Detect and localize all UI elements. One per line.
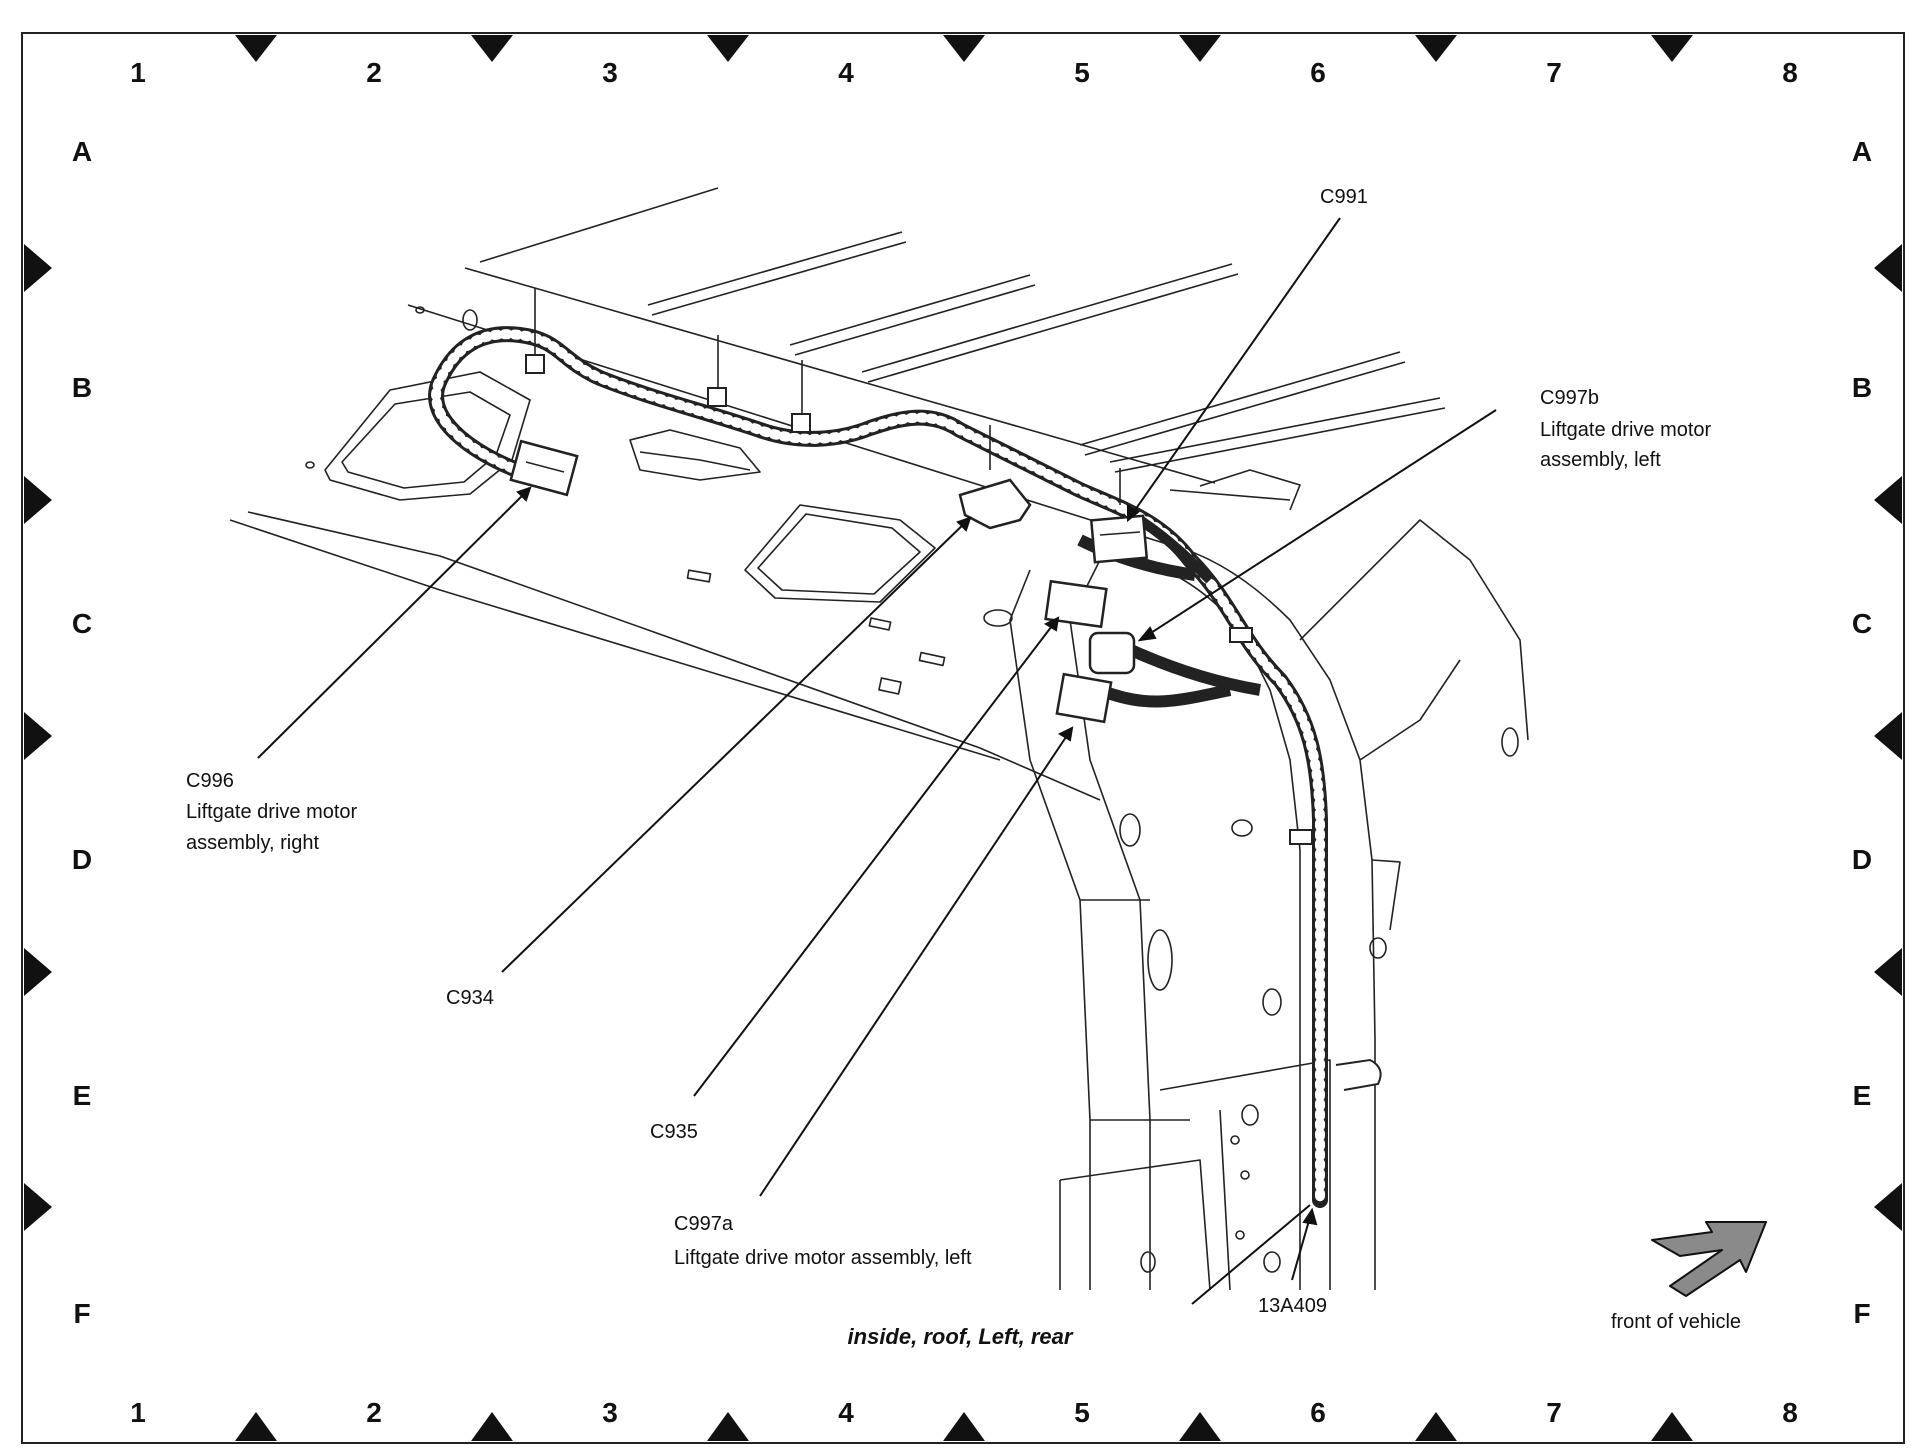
callout-c996-id: C996 <box>186 770 234 792</box>
column-label: 7 <box>1546 1397 1562 1428</box>
column-label: 5 <box>1074 1397 1090 1428</box>
callout-c996-desc-2: assembly, right <box>186 832 319 854</box>
column-label: 6 <box>1310 1397 1326 1428</box>
leader-lines <box>257 217 1497 1305</box>
row-label: A <box>72 136 92 167</box>
leader-c997a <box>759 727 1073 1197</box>
row-label: D <box>1852 844 1872 875</box>
callout-c935-id: C935 <box>650 1121 698 1143</box>
callout-c997b-id: C997b <box>1540 387 1599 409</box>
column-labels-top: 1 2 3 4 5 6 7 8 <box>130 57 1798 88</box>
connector-c996-shape <box>509 439 579 497</box>
connector-c997a-shape <box>1055 672 1113 724</box>
row-label: C <box>72 608 92 639</box>
column-label: 8 <box>1782 57 1798 88</box>
row-label: B <box>72 372 92 403</box>
row-label: E <box>1853 1080 1872 1111</box>
leader-13a409-arrowhead <box>1302 1207 1318 1226</box>
grid-markers-bottom <box>235 1412 1693 1441</box>
connector-c997b-shape <box>1088 631 1136 675</box>
callout-c997a-desc-1: Liftgate drive motor assembly, left <box>674 1247 972 1269</box>
leader-c934 <box>501 517 971 973</box>
row-label: A <box>1852 136 1872 167</box>
front-of-vehicle-label: front of vehicle <box>1611 1311 1741 1333</box>
leader-c935-arrowhead <box>1043 616 1060 632</box>
row-label: E <box>73 1080 92 1111</box>
connector-c934-shape <box>958 478 1032 530</box>
callout-c991-id: C991 <box>1320 186 1368 208</box>
grid-markers-left <box>24 244 52 1231</box>
grid-markers-top <box>235 35 1693 62</box>
front-direction-arrow-icon <box>1651 1221 1767 1297</box>
column-label: 1 <box>130 1397 146 1428</box>
column-label: 3 <box>602 57 618 88</box>
leader-c996 <box>257 487 531 759</box>
leader-c934-arrowhead <box>956 516 972 532</box>
row-labels-right: A B C D E F <box>1852 136 1872 1329</box>
connector-c935-shape <box>1044 579 1108 629</box>
row-label: F <box>1853 1298 1870 1329</box>
leader-c997b-arrowhead <box>1137 626 1157 642</box>
leader-c997a-arrowhead <box>1057 726 1074 742</box>
grid-markers-right <box>1874 244 1902 1231</box>
row-labels-left: A B C D E F <box>72 136 92 1329</box>
leader-c996-arrowhead <box>516 486 532 502</box>
column-label: 3 <box>602 1397 618 1428</box>
row-label: D <box>72 844 92 875</box>
callout-c997b-desc-2: assembly, left <box>1540 449 1661 471</box>
callout-c997b-desc-1: Liftgate drive motor <box>1540 419 1712 441</box>
column-label: 4 <box>838 57 854 88</box>
leader-c997b <box>1139 409 1497 641</box>
callout-13a409-id: 13A409 <box>1258 1295 1327 1317</box>
row-label: C <box>1852 608 1872 639</box>
column-labels-bottom: 1 2 3 4 5 6 7 8 <box>130 1397 1798 1428</box>
column-label: 2 <box>366 57 382 88</box>
callout-c934-id: C934 <box>446 987 494 1009</box>
column-label: 4 <box>838 1397 854 1428</box>
leader-c991-arrowhead <box>1127 504 1140 523</box>
view-title: inside, roof, Left, rear <box>848 1324 1074 1349</box>
column-label: 5 <box>1074 57 1090 88</box>
row-label: F <box>73 1298 90 1329</box>
column-label: 6 <box>1310 57 1326 88</box>
roof-body-illustration <box>229 187 1529 1291</box>
column-label: 7 <box>1546 57 1562 88</box>
callout-c997a-id: C997a <box>674 1213 734 1235</box>
row-label: B <box>1852 372 1872 403</box>
connector-c991-shape <box>1089 514 1149 564</box>
page-frame <box>21 32 1905 1444</box>
leader-view-edge <box>1191 1204 1311 1305</box>
leader-c935 <box>693 617 1059 1097</box>
callout-c996-desc-1: Liftgate drive motor <box>186 801 358 823</box>
leader-c991 <box>1127 217 1341 521</box>
column-label: 8 <box>1782 1397 1798 1428</box>
wiring-harness <box>428 288 1382 1208</box>
column-label: 1 <box>130 57 146 88</box>
column-label: 2 <box>366 1397 382 1428</box>
